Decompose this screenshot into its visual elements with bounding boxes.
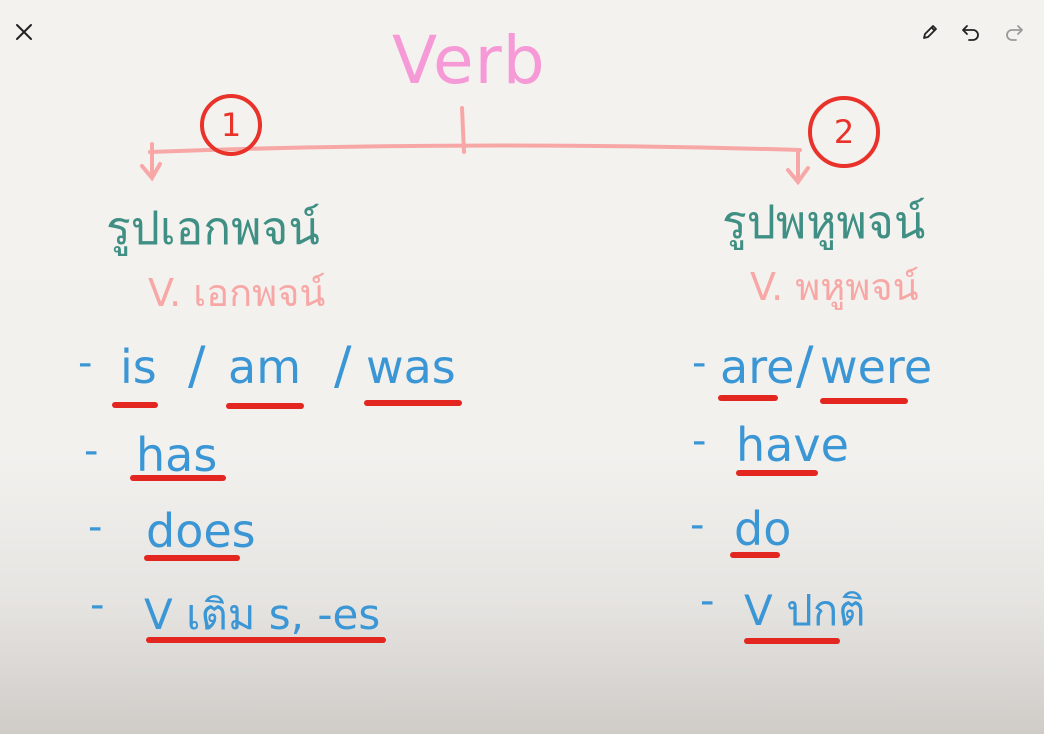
underline: [112, 402, 158, 408]
list-item: - V ปกติ: [700, 578, 900, 638]
underline: [144, 555, 240, 561]
underline: [130, 475, 226, 481]
underline: [226, 403, 304, 409]
undo-button[interactable]: [955, 16, 987, 48]
pencil-icon: [923, 25, 937, 39]
board-title: Verb: [392, 22, 546, 99]
underline: [820, 398, 908, 404]
group-number-1: 1: [200, 94, 262, 156]
verb-have: have: [736, 418, 849, 472]
verb-has: has: [136, 428, 218, 482]
close-button[interactable]: [8, 16, 40, 48]
plural-subheading: V. พหูพจน์: [750, 265, 919, 309]
list-item: - does: [88, 504, 256, 558]
list-item: - have: [692, 418, 849, 472]
separator: /: [796, 336, 814, 396]
singular-subheading: V. เอกพจน์: [148, 271, 326, 315]
verb-are: are: [720, 340, 795, 394]
verb-add-s-es: V เติม s, -es: [144, 590, 381, 639]
plural-heading: รูปพหูพจน์: [722, 195, 926, 249]
underline: [146, 637, 386, 643]
verb-were: were: [820, 340, 933, 394]
list-item: - has: [84, 428, 218, 482]
singular-heading: รูปเอกพจน์: [106, 201, 320, 255]
underline: [744, 638, 840, 644]
verb-do: do: [734, 502, 792, 556]
redo-button[interactable]: [998, 16, 1030, 48]
underline: [730, 552, 780, 558]
verb-was: was: [366, 340, 456, 394]
underline: [364, 400, 462, 406]
group-number-label: 2: [833, 113, 855, 151]
undo-icon: [962, 25, 979, 41]
list-item: - do: [690, 502, 792, 556]
separator: /: [334, 336, 352, 396]
list-item: - is / am / was: [78, 336, 456, 396]
pencil-button[interactable]: [914, 16, 946, 48]
separator: /: [188, 336, 206, 396]
verb-am: am: [228, 340, 301, 394]
group-number-2: 2: [808, 96, 880, 168]
group-number-label: 1: [220, 106, 242, 144]
list-item: - are / were: [692, 336, 933, 396]
verb-does: does: [146, 504, 256, 558]
list-item: - V เติม s, -es: [90, 582, 410, 642]
redo-icon: [1006, 25, 1023, 41]
close-icon: [16, 24, 32, 40]
verb-is: is: [120, 340, 157, 394]
underline: [736, 470, 818, 476]
underline: [718, 395, 778, 401]
verb-base-form: V ปกติ: [744, 586, 866, 635]
